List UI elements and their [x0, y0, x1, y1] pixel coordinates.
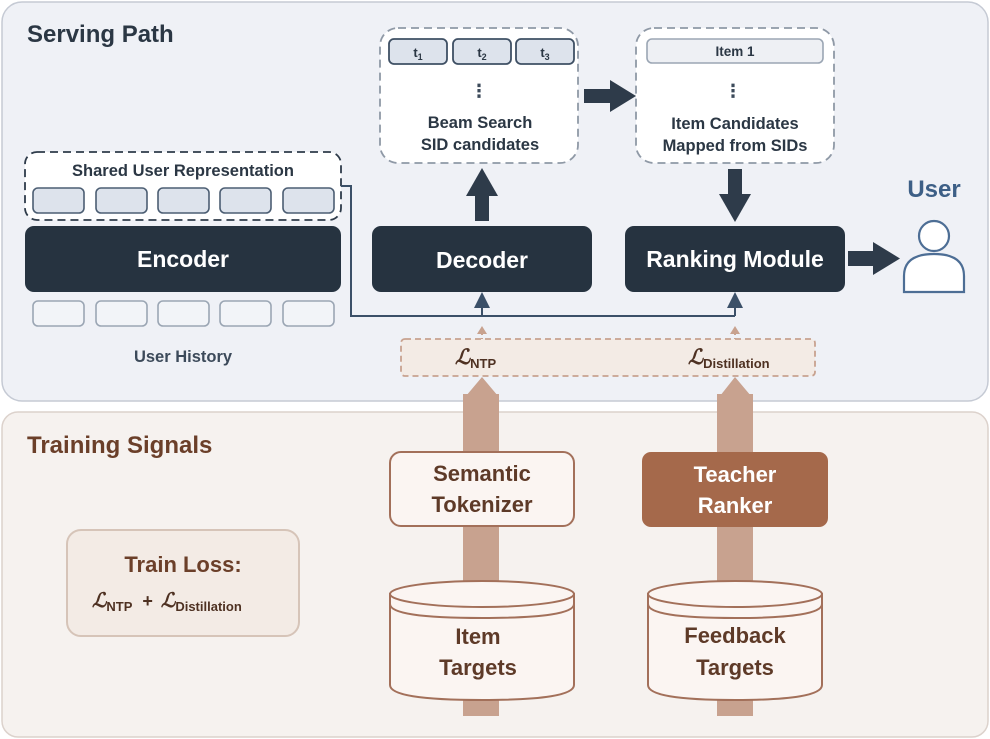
item-targets-line1: Item	[455, 624, 500, 649]
train-loss-plus: +	[142, 591, 153, 611]
item-targets-database: Item Targets	[389, 580, 575, 702]
beam-token-t2: t2	[452, 38, 512, 65]
shared-user-representation: Shared User Representation	[24, 151, 342, 221]
encoder-label: Encoder	[137, 246, 229, 272]
shared-repr-slot	[32, 187, 85, 214]
shared-repr-slot	[219, 187, 272, 214]
user-label: User	[907, 176, 960, 203]
tokenizer-label-line2: Tokenizer	[431, 492, 533, 517]
item-1-label: Item 1	[715, 44, 755, 59]
history-slot	[157, 300, 210, 327]
loss-distillation-subscript: Distillation	[703, 356, 770, 371]
candidates-label-line1: Item Candidates	[671, 115, 798, 133]
svg-text:ℒDistillation: ℒDistillation	[688, 344, 770, 371]
beam-token-subscript: 1	[418, 52, 423, 62]
beam-label-line2: SID candidates	[421, 136, 539, 154]
teacher-label-line2: Ranker	[698, 493, 773, 518]
loss-distillation-symbol: ℒ	[688, 344, 704, 369]
svg-text:t2: t2	[477, 45, 486, 62]
beam-token-subscript: 3	[545, 52, 550, 62]
ranking-to-user-arrow	[848, 242, 900, 275]
teacher-label-line1: Teacher	[694, 462, 777, 487]
item-ellipsis: ⋮	[724, 81, 742, 101]
decoder-block: Decoder	[372, 226, 592, 292]
beam-token-label: t	[477, 45, 482, 60]
item-targets-line2: Targets	[439, 655, 517, 680]
decoder-to-beam-arrow	[466, 168, 498, 221]
feedback-targets-line1: Feedback	[684, 623, 786, 648]
shared-repr-slot	[95, 187, 148, 214]
train-loss-ntp-subscript: NTP	[106, 599, 132, 614]
svg-text:t3: t3	[540, 45, 549, 62]
beam-token-t1: t1	[388, 38, 448, 65]
feedback-targets-database: Feedback Targets	[647, 580, 823, 702]
item-candidates-box: Item 1 ⋮ Item Candidates Mapped from SID…	[635, 27, 835, 164]
history-slot	[32, 300, 85, 327]
beam-token-t3: t3	[515, 38, 575, 65]
history-slot	[282, 300, 335, 327]
beam-token-subscript: 2	[482, 52, 487, 62]
beam-token-label: t	[540, 45, 545, 60]
candidates-label-line2: Mapped from SIDs	[663, 137, 808, 155]
train-loss-distillation-subscript: Distillation	[175, 599, 242, 614]
loss-ntp-subscript: NTP	[470, 356, 496, 371]
user-history-label: User History	[134, 348, 233, 366]
shared-repr-label: Shared User Representation	[72, 162, 294, 180]
training-signals-title: Training Signals	[27, 432, 212, 459]
user-icon	[902, 219, 966, 294]
teacher-ranker-block: Teacher Ranker	[642, 452, 828, 527]
train-loss-title: Train Loss:	[124, 552, 241, 577]
user-history: User History	[32, 300, 335, 366]
loss-ntp-symbol: ℒ	[455, 344, 471, 369]
decoder-label: Decoder	[436, 247, 528, 273]
item-1-slot	[646, 38, 824, 64]
feedback-targets-line2: Targets	[696, 655, 774, 680]
candidates-to-ranking-arrow	[719, 169, 751, 222]
train-loss-ntp-symbol: ℒ	[92, 588, 108, 612]
train-loss-box: Train Loss: ℒNTP+ℒDistillation	[66, 529, 300, 637]
shared-repr-slot	[157, 187, 210, 214]
semantic-tokenizer-block: Semantic Tokenizer	[389, 451, 575, 527]
representation-connector	[341, 185, 743, 317]
encoder-block: Encoder	[25, 226, 341, 292]
svg-text:ℒNTP: ℒNTP	[455, 344, 496, 371]
train-loss-distillation-symbol: ℒ	[161, 588, 177, 612]
beam-search-box: t1 t2 t3 ⋮ Beam Search SID candidates	[379, 27, 579, 164]
loss-label-bar: ℒNTP ℒDistillation	[400, 338, 816, 377]
history-slot	[95, 300, 148, 327]
beam-to-candidates-arrow	[584, 80, 636, 112]
svg-text:t1: t1	[413, 45, 422, 62]
shared-repr-slot	[282, 187, 335, 214]
tokenizer-label-line1: Semantic	[433, 461, 531, 486]
ranking-module-block: Ranking Module	[625, 226, 845, 292]
beam-token-label: t	[413, 45, 418, 60]
user: User	[902, 176, 966, 294]
beam-ellipsis: ⋮	[470, 81, 488, 101]
ranking-module-label: Ranking Module	[646, 246, 824, 272]
beam-label-line1: Beam Search	[428, 114, 533, 132]
history-slot	[219, 300, 272, 327]
svg-text:ℒNTP+ℒDistillation: ℒNTP+ℒDistillation	[92, 588, 242, 614]
serving-path-title: Serving Path	[27, 21, 174, 48]
